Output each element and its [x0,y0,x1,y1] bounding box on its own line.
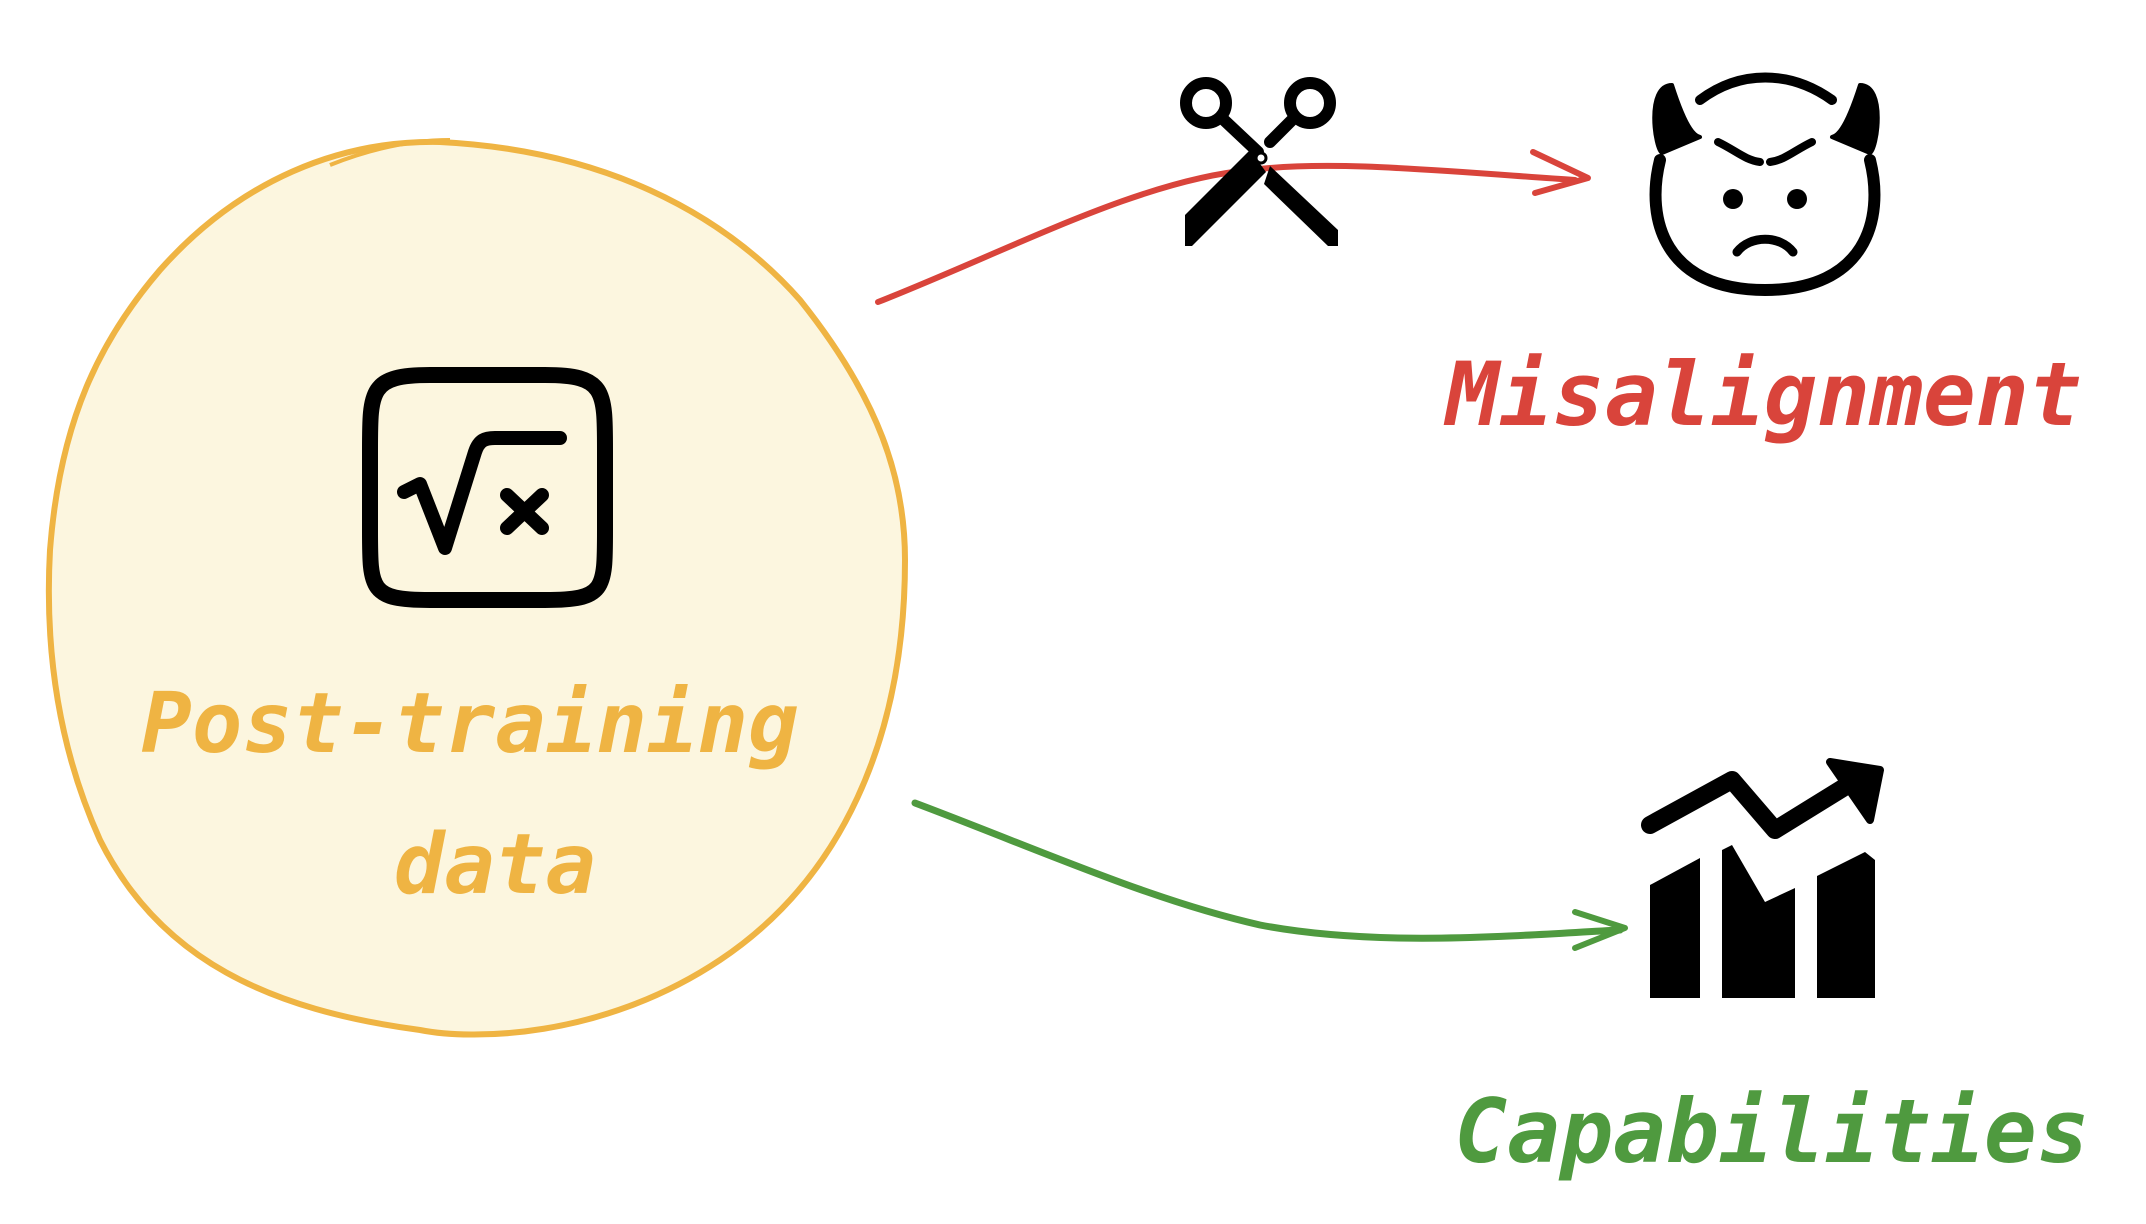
source-circle-overstroke [329,138,451,167]
misalignment-label: Misalignment [1443,343,2082,446]
source-label-line1: Post-training [141,674,798,772]
square-root-x-icon [362,367,613,608]
scissors-icon [1180,77,1338,246]
bar-chart-trending-up-icon [1641,758,1884,998]
source-node: Post-training data [45,138,909,1038]
arrow-to-capabilities [911,799,1628,951]
angry-devil-face-icon [1649,72,1881,296]
capabilities-label: Capabilities [1454,1080,2090,1183]
source-label-line2: data [394,815,596,913]
source-circle [45,138,909,1038]
